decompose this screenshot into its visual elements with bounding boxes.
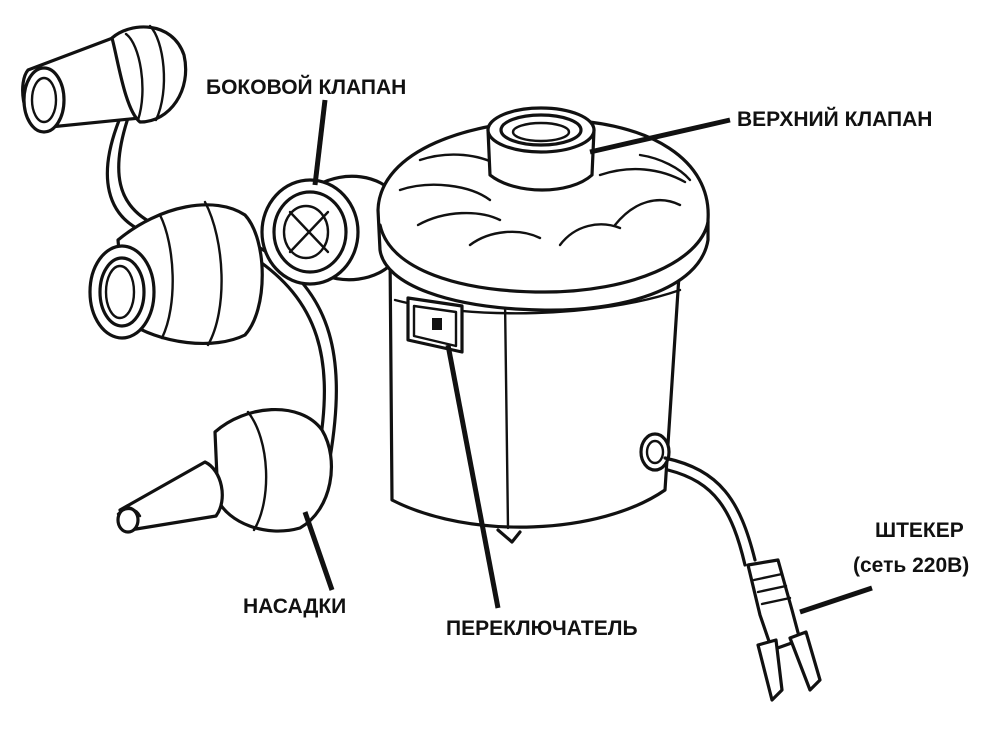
power-switch	[406, 296, 464, 354]
leader-side-valve	[312, 99, 328, 186]
nozzle-large-middle	[88, 200, 264, 347]
label-switch: ПЕРЕКЛЮЧАТЕЛЬ	[446, 617, 638, 640]
leader-top-valve	[589, 117, 731, 155]
pump-foot	[496, 528, 522, 544]
label-top-valve: ВЕРХНИЙ КЛАПАН	[737, 107, 932, 131]
hose-upper	[105, 116, 142, 232]
leader-nozzles	[302, 511, 335, 591]
hose-upper-inner	[117, 110, 152, 224]
label-plug-line2: (сеть 220В)	[853, 554, 969, 577]
pump-body	[376, 106, 710, 544]
nozzle-pointed-bottom	[116, 408, 334, 534]
power-cord	[663, 456, 757, 567]
label-plug-line1: ШТЕКЕР	[875, 519, 964, 542]
housing-seam	[503, 298, 510, 530]
cord-grommet	[639, 432, 671, 472]
label-side-valve: БОКОВОЙ КЛАПАН	[206, 75, 406, 99]
pump-top-cap	[376, 106, 710, 312]
nozzle-cone-top	[21, 24, 188, 134]
label-nozzles: НАСАДКИ	[243, 595, 346, 618]
hose-lower	[248, 253, 326, 457]
side-valve	[260, 174, 397, 286]
nozzle-hose-group	[21, 24, 338, 534]
power-plug	[746, 558, 822, 702]
leader-plug	[799, 585, 873, 615]
leader-switch	[445, 344, 501, 609]
